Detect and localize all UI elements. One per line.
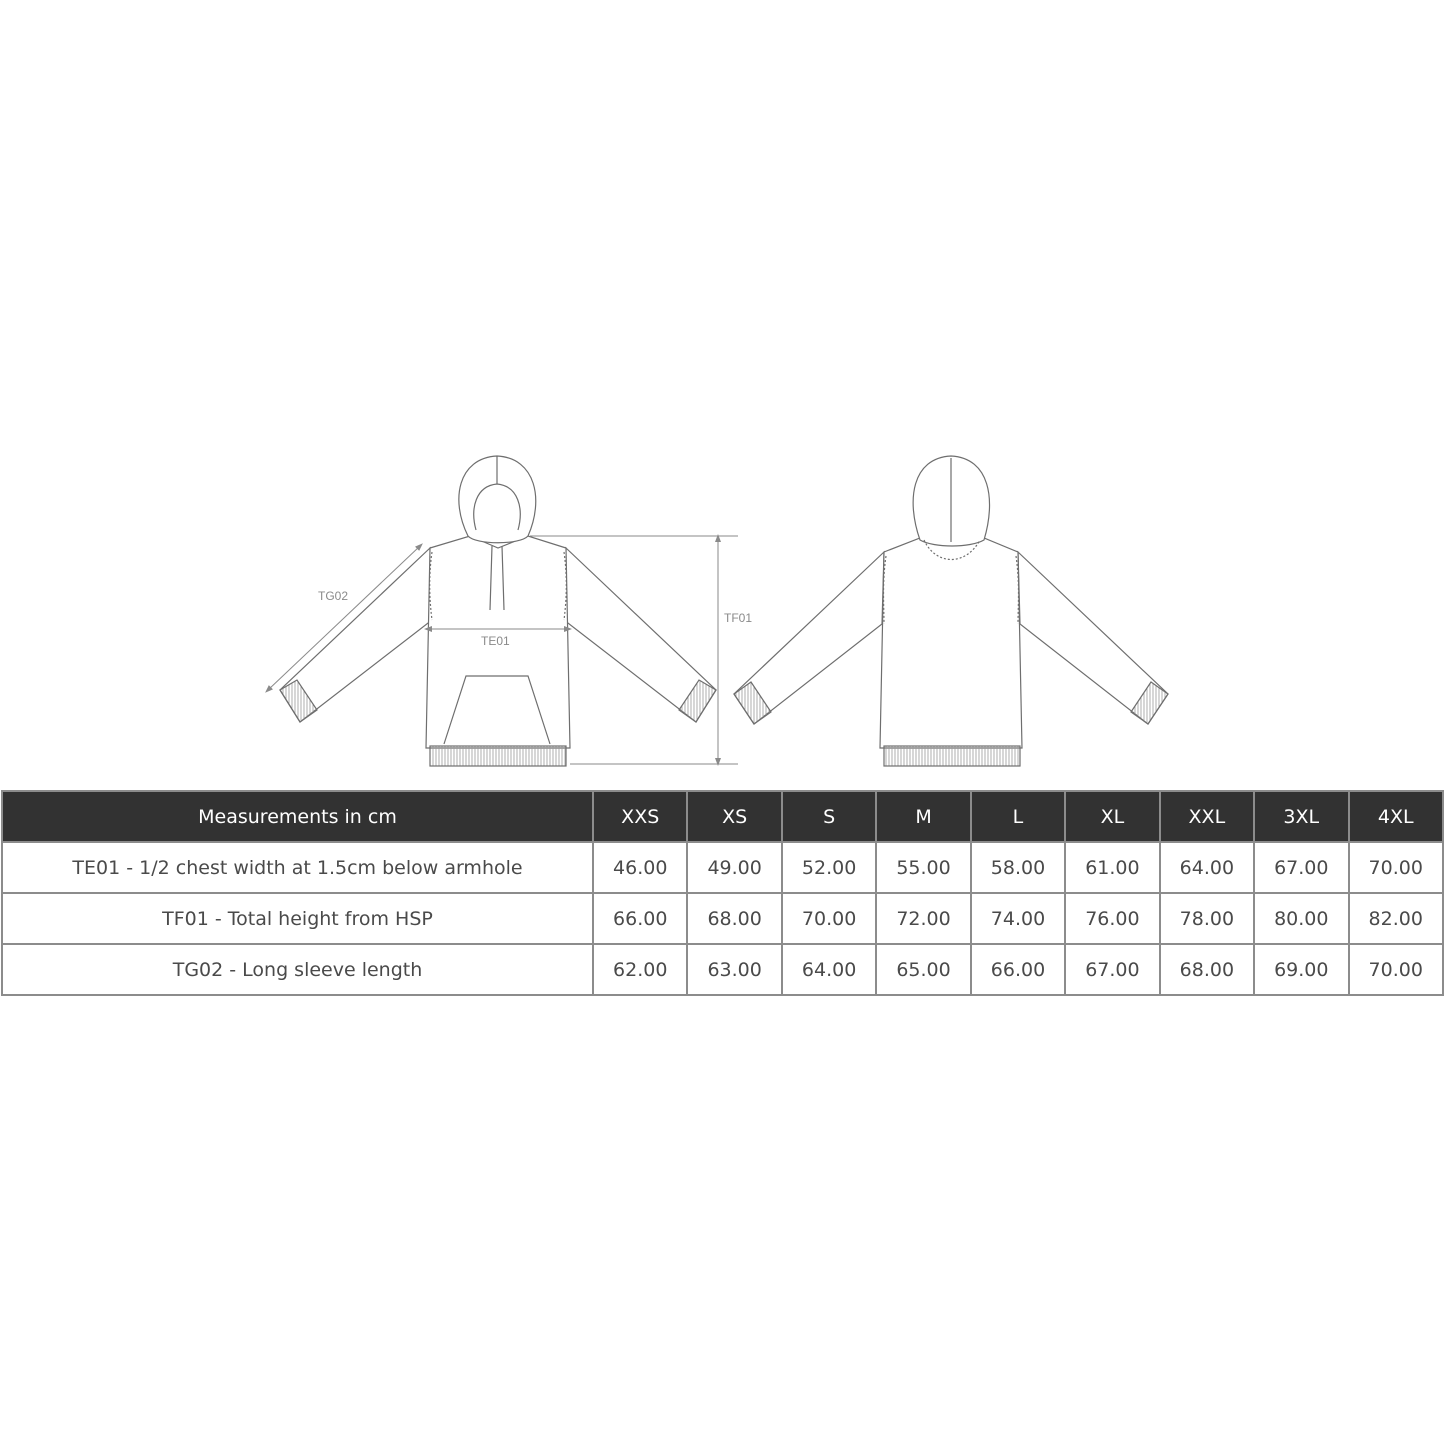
table-cell: 58.00 xyxy=(969,841,1067,894)
table-cell: 46.00 xyxy=(591,841,689,894)
dimension-lines xyxy=(265,534,738,766)
size-header-xs: XS xyxy=(686,790,783,843)
table-cell: 70.00 xyxy=(1347,943,1444,996)
size-header-s: S xyxy=(780,790,878,843)
table-cell: 78.00 xyxy=(1158,892,1256,945)
table-cell: 82.00 xyxy=(1347,892,1444,945)
table-cell: 64.00 xyxy=(780,943,878,996)
table-cell: 72.00 xyxy=(875,892,972,945)
table-cell: 61.00 xyxy=(1064,841,1161,894)
hoodie-back-view xyxy=(733,455,1169,767)
hoodie-front-view xyxy=(279,455,717,767)
chest-dimension-label: TE01 xyxy=(481,634,510,648)
table-cell: 80.00 xyxy=(1253,892,1350,945)
table-row: TG02 - Long sleeve length 62.00 63.00 64… xyxy=(1,943,1444,996)
table-row: TE01 - 1/2 chest width at 1.5cm below ar… xyxy=(1,841,1444,894)
row-label: TG02 - Long sleeve length xyxy=(1,943,594,996)
hoodie-measurement-diagram: TG02 TE01 TF01 xyxy=(0,440,1445,780)
height-dimension-label: TF01 xyxy=(724,611,752,625)
row-label: TE01 - 1/2 chest width at 1.5cm below ar… xyxy=(1,841,594,894)
table-cell: 64.00 xyxy=(1158,841,1256,894)
measurements-header: Measurements in cm xyxy=(1,790,594,843)
table-cell: 68.00 xyxy=(1158,943,1256,996)
size-header-l: L xyxy=(969,790,1067,843)
table-cell: 62.00 xyxy=(591,943,689,996)
table-cell: 52.00 xyxy=(780,841,878,894)
size-header-3xl: 3XL xyxy=(1253,790,1350,843)
table-header-row: Measurements in cm XXS XS S M L XL XXL 3… xyxy=(1,790,1444,843)
table-cell: 49.00 xyxy=(686,841,783,894)
table-cell: 66.00 xyxy=(969,943,1067,996)
size-header-xxs: XXS xyxy=(591,790,689,843)
table-cell: 76.00 xyxy=(1064,892,1161,945)
hoodie-sketch: TG02 TE01 TF01 xyxy=(265,455,1169,767)
sleeve-dimension-label: TG02 xyxy=(318,589,348,603)
size-header-xxl: XXL xyxy=(1158,790,1256,843)
table-cell: 65.00 xyxy=(875,943,972,996)
table-cell: 55.00 xyxy=(875,841,972,894)
table-cell: 69.00 xyxy=(1253,943,1350,996)
size-header-xl: XL xyxy=(1064,790,1161,843)
table-row: TF01 - Total height from HSP 66.00 68.00… xyxy=(1,892,1444,945)
row-label: TF01 - Total height from HSP xyxy=(1,892,594,945)
table-cell: 67.00 xyxy=(1064,943,1161,996)
table-cell: 67.00 xyxy=(1253,841,1350,894)
table-cell: 74.00 xyxy=(969,892,1067,945)
table-cell: 63.00 xyxy=(686,943,783,996)
table-cell: 70.00 xyxy=(780,892,878,945)
table-cell: 66.00 xyxy=(591,892,689,945)
size-header-m: M xyxy=(875,790,972,843)
size-chart-table: Measurements in cm XXS XS S M L XL XXL 3… xyxy=(1,790,1444,996)
table-cell: 70.00 xyxy=(1347,841,1444,894)
table-cell: 68.00 xyxy=(686,892,783,945)
size-header-4xl: 4XL xyxy=(1347,790,1444,843)
